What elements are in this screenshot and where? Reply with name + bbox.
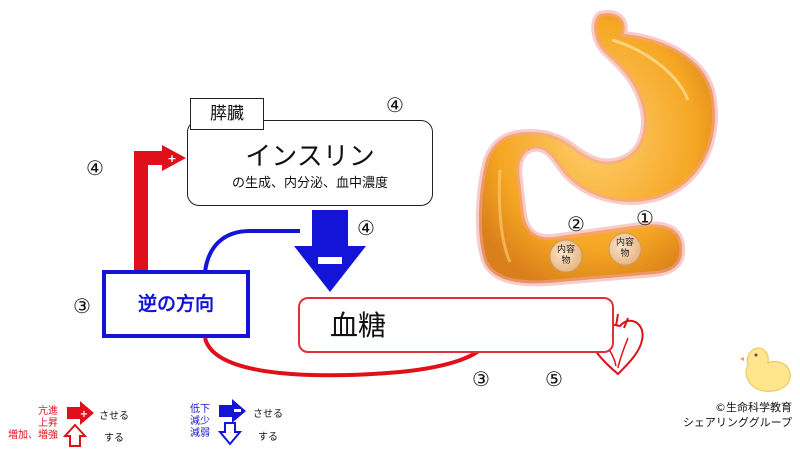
- stomach-content-2: [549, 239, 583, 273]
- legend-red-right-arrow: +: [67, 401, 94, 425]
- legend-word-decrease-1: 低下: [190, 404, 210, 415]
- credit-line-2: シェアリンググループ: [682, 416, 792, 429]
- svg-text:+: +: [167, 152, 176, 165]
- red-bottom-curve: [203, 337, 490, 378]
- number-5: ⑤: [545, 367, 563, 391]
- blood-sugar-box: [298, 297, 614, 353]
- number-2: ②: [567, 212, 585, 236]
- legend-blue-down-arrow: [217, 422, 243, 446]
- legend-word-increase-3: 増加、増強: [8, 430, 58, 441]
- blue-feedback-curve: [203, 229, 300, 273]
- number-3-bottom: ③: [472, 367, 490, 391]
- chick-mascot-icon: [740, 347, 791, 392]
- stomach-content-label-1: 内容物: [602, 238, 648, 260]
- number-3-left: ③: [73, 294, 91, 318]
- legend-increase-words: 亢進 上昇 増加、増強: [8, 406, 58, 442]
- legend-decrease-words: 低下 減少 減弱: [190, 404, 218, 440]
- stomach-content-1: [608, 232, 642, 266]
- stomach-illustration: [475, 10, 719, 287]
- legend-word-decrease-2: 減少: [190, 416, 210, 427]
- legend-increase-plain: する: [104, 433, 124, 444]
- svg-text:+: +: [80, 409, 88, 420]
- pancreas-box: [187, 120, 433, 206]
- content-text-2: 内容物: [556, 245, 575, 266]
- legend-increase-causative: させる: [99, 411, 129, 422]
- legend-word-decrease-3: 減弱: [190, 428, 210, 439]
- credit: ©生命科学教育 シェアリンググループ: [600, 400, 792, 430]
- legend-word-increase-1: 亢進: [38, 406, 58, 417]
- legend-blue-right-arrow: [219, 399, 246, 423]
- number-4-top: ④: [386, 93, 404, 117]
- blue-decrease-arrow: [294, 210, 366, 292]
- insulin-subtitle: の生成、内分泌、血中濃度: [231, 176, 388, 191]
- red-increase-arrow: +: [134, 145, 186, 272]
- reverse-direction-box: 逆の方向: [102, 270, 250, 338]
- number-4-arrow: ④: [357, 216, 375, 240]
- insulin-title: インスリン: [245, 142, 375, 172]
- number-4-left: ④: [86, 156, 104, 180]
- credit-line-1: ©生命科学教育: [715, 401, 792, 414]
- legend-decrease-plain: する: [258, 432, 278, 443]
- pancreas-tag: 膵臓: [190, 98, 264, 130]
- blood-sugar-label: 血糖: [330, 309, 387, 342]
- stomach-content-label-2: 内容物: [543, 245, 589, 267]
- legend-decrease-causative: させる: [253, 409, 283, 420]
- legend-word-increase-2: 上昇: [38, 418, 58, 429]
- legend-red-up-arrow: [62, 423, 88, 447]
- number-1: ①: [636, 206, 654, 230]
- content-text-1: 内容物: [615, 238, 634, 259]
